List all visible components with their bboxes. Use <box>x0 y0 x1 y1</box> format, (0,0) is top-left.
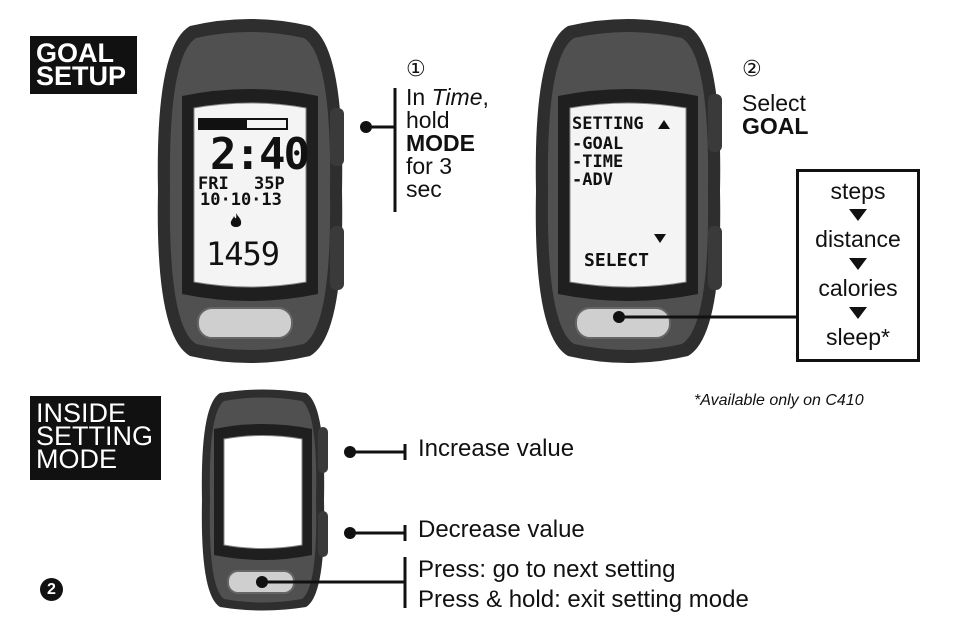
increase-value-label: Increase value <box>418 435 575 462</box>
step-2-line: Select <box>742 90 806 116</box>
bottom-button[interactable] <box>197 307 293 339</box>
day-display: FRI <box>198 174 229 194</box>
step-1-instructions: In Time, hold MODE for 3 sec <box>406 86 489 201</box>
step-1-line: In Time, <box>406 84 489 110</box>
step-2-line: GOAL <box>742 113 809 139</box>
inside-setting-mode-badge: INSIDE SETTING MODE <box>30 396 161 480</box>
side-button-lower[interactable] <box>330 226 344 290</box>
step-1-line: sec <box>406 176 442 202</box>
decrease-value-label: Decrease value <box>418 516 585 543</box>
watch-time-screen: 2:40 FRI 35P 10·10·13 1459 <box>150 16 350 366</box>
down-triangle-icon <box>849 209 867 221</box>
step-1-line: MODE <box>406 130 475 156</box>
goal-option-sleep[interactable]: sleep* <box>826 324 890 350</box>
down-arrow-icon <box>654 234 666 243</box>
up-arrow-icon <box>658 120 670 129</box>
badge-line: MODE <box>36 444 117 475</box>
step-2-number: ② <box>742 56 762 81</box>
select-label: SELECT <box>584 250 650 271</box>
calorie-count: 1459 <box>206 235 280 273</box>
badge-line: SETTING <box>36 421 154 452</box>
progress-fill <box>200 120 248 128</box>
goal-option-steps[interactable]: steps <box>830 178 886 204</box>
down-triangle-icon <box>849 307 867 319</box>
menu-item-time: -TIME <box>572 152 624 172</box>
side-button-lower[interactable] <box>708 226 722 290</box>
time-display: 2:40 <box>210 129 310 180</box>
step-marker: 2 <box>40 578 63 601</box>
goal-option-calories[interactable]: calories <box>818 275 898 301</box>
flame-icon <box>230 213 242 227</box>
badge-line: SETUP <box>36 61 127 92</box>
watch-body <box>157 19 344 363</box>
side-button-upper[interactable] <box>708 94 722 152</box>
setting-header: SETTING <box>572 114 644 134</box>
goal-options-box: steps distance calories sleep* <box>796 169 920 362</box>
availability-footnote: *Available only on C410 <box>694 392 864 409</box>
step-1-line: for 3 <box>406 153 453 179</box>
badge-line: INSIDE <box>36 398 127 428</box>
watch-setting-screen: SETTING -GOAL -TIME -ADV SELECT <box>528 16 728 366</box>
next-setting-label: Press: go to next setting <box>418 556 676 583</box>
mode-side-button[interactable] <box>330 108 344 166</box>
temp-display: 35P <box>254 174 285 194</box>
increase-side-button[interactable] <box>318 427 328 473</box>
exit-setting-label: Press & hold: exit setting mode <box>418 586 749 613</box>
down-triangle-icon <box>849 258 867 270</box>
badge-line: GOAL <box>36 38 114 68</box>
step-1-number: ① <box>406 56 426 81</box>
watch-body <box>535 19 722 363</box>
goal-setup-badge: GOAL SETUP <box>30 36 137 94</box>
menu-item-goal: -GOAL <box>572 134 624 154</box>
decrease-side-button[interactable] <box>318 511 328 557</box>
step-1-line: hold <box>406 107 450 133</box>
menu-item-adv: -ADV <box>572 170 613 190</box>
goal-option-distance[interactable]: distance <box>815 226 901 252</box>
step-2-instructions: Select GOAL <box>742 92 808 138</box>
date-display: 10·10·13 <box>200 190 282 210</box>
progress-bar <box>198 118 288 130</box>
